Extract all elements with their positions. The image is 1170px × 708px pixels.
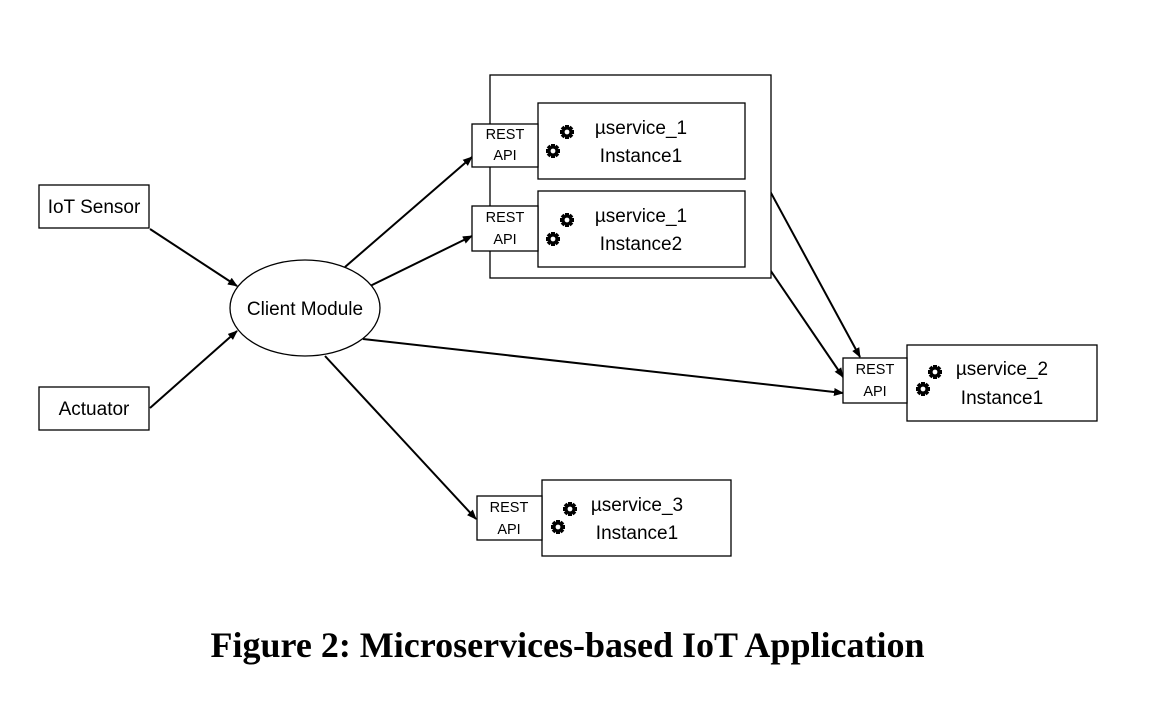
- gears-icon: [551, 520, 565, 534]
- ms1-instance1-node: REST API µservice_1 Instance1: [471, 102, 746, 180]
- service-name: µservice_1: [595, 118, 687, 139]
- rest-api-label-line1: REST: [856, 362, 895, 378]
- gears-icon: [546, 232, 560, 246]
- rest-api-label-line2: API: [863, 384, 886, 400]
- edge-client-to-ms2: [362, 338, 844, 396]
- client-module-label: Client Module: [247, 299, 363, 320]
- gears-icon: [560, 213, 574, 227]
- gears-icon: [563, 502, 577, 516]
- edge-client-to-ms1-i2: [367, 235, 473, 288]
- edge-sensor-to-client: [149, 228, 238, 287]
- client-module-node: Client Module: [229, 259, 381, 357]
- instance-name: Instance2: [600, 234, 682, 255]
- instance-name: Instance1: [961, 388, 1043, 409]
- actuator-label: Actuator: [59, 399, 130, 420]
- gears-icon: [546, 144, 560, 158]
- rest-api-label-line2: API: [493, 148, 516, 164]
- instance-name: Instance1: [596, 523, 678, 544]
- figure-caption: Figure 2: Microservices-based IoT Applic…: [210, 625, 925, 665]
- service-name: µservice_1: [595, 206, 687, 227]
- gears-icon: [560, 125, 574, 139]
- actuator-node: Actuator: [38, 386, 150, 431]
- iot-sensor-node: IoT Sensor: [38, 184, 150, 229]
- gears-icon: [928, 365, 942, 379]
- edge-actuator-to-client: [149, 330, 238, 409]
- rest-api-label-line2: API: [497, 522, 520, 538]
- rest-api-label-line1: REST: [490, 500, 529, 516]
- rest-api-label-line1: REST: [486, 127, 525, 143]
- instance-name: Instance1: [600, 146, 682, 167]
- edge-client-to-ms1-i1: [344, 156, 473, 268]
- ms3-instance1-node: REST API µservice_3 Instance1: [476, 479, 732, 557]
- rest-api-label-line2: API: [493, 232, 516, 248]
- rest-api-label-line1: REST: [486, 210, 525, 226]
- iot-sensor-label: IoT Sensor: [48, 197, 141, 218]
- edge-client-to-ms3: [324, 355, 477, 520]
- service-name: µservice_3: [591, 495, 683, 516]
- ms2-instance1-node: REST API µservice_2 Instance1: [842, 344, 1098, 422]
- gears-icon: [916, 382, 930, 396]
- ms1-instance2-node: REST API µservice_1 Instance2: [471, 190, 746, 268]
- service-name: µservice_2: [956, 359, 1048, 380]
